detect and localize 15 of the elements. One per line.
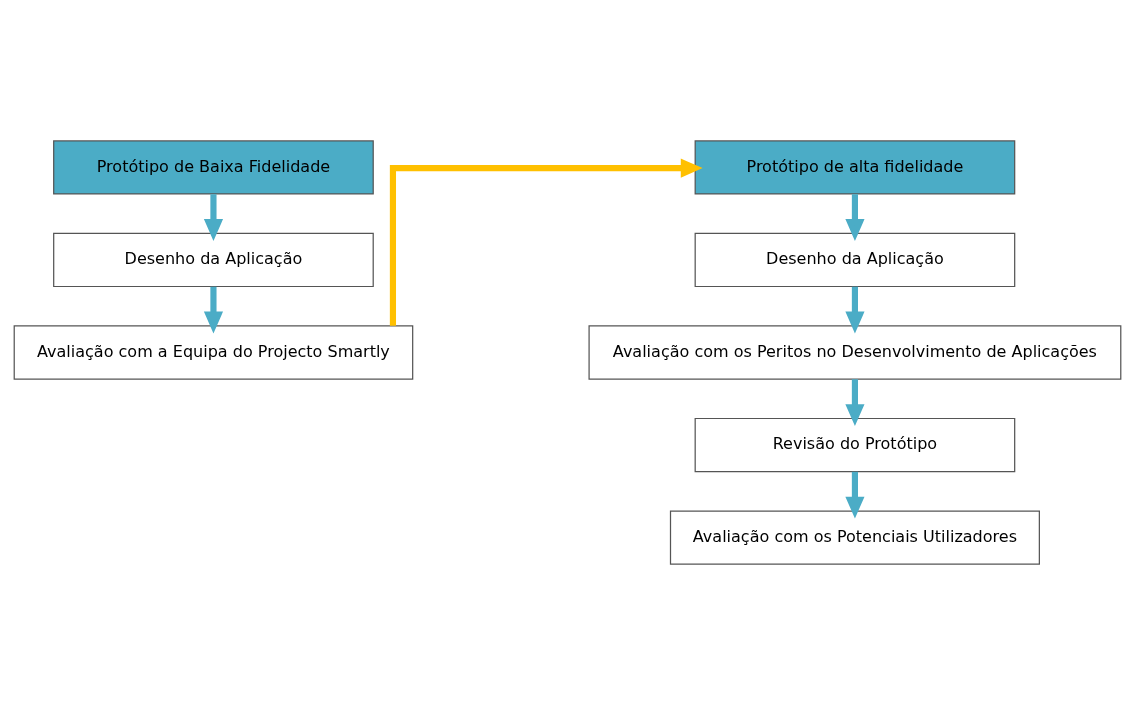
node-box: Avaliação com os Peritos no Desenvolvimento de Aplicações xyxy=(588,324,1122,380)
node-box: Protótipo de alta fidelidade xyxy=(694,139,1016,195)
node-box: Desenho da Aplicação xyxy=(694,232,1016,287)
arrow xyxy=(845,286,865,333)
node-box: Avaliação com os Potenciais Utilizadores xyxy=(669,509,1040,565)
node-box: Desenho da Aplicação xyxy=(53,232,374,287)
arrow xyxy=(845,471,865,519)
arrow xyxy=(203,193,224,241)
node-box: Protótipo de Baixa Fidelidade xyxy=(53,139,374,195)
arrow xyxy=(389,158,703,326)
arrow xyxy=(203,286,224,333)
arrow xyxy=(845,193,865,241)
node-box: Revisão do Protótipo xyxy=(694,417,1016,472)
arrow xyxy=(845,378,865,426)
node-box: Avaliação com a Equipa do Projecto Smartly xyxy=(13,324,414,380)
